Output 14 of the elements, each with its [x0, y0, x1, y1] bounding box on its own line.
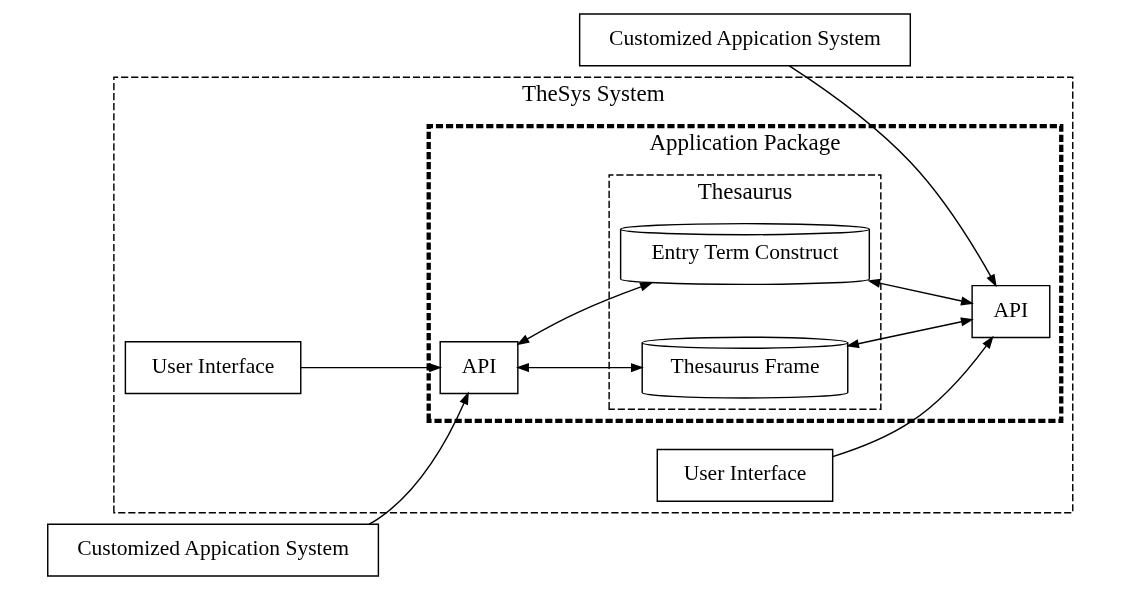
arrow [516, 282, 653, 346]
arrow [846, 317, 974, 349]
arrow [867, 278, 974, 306]
arrow [515, 363, 644, 373]
arrow [368, 391, 469, 525]
arrow [788, 65, 997, 288]
node-box: Customized Appication System [578, 13, 911, 67]
node-box: API [439, 341, 519, 395]
node-box: User Interface [656, 448, 834, 502]
node-box: User Interface [124, 341, 302, 395]
arrow [832, 335, 994, 458]
node-box: Customized Appication System [47, 523, 380, 577]
node-box: API [971, 284, 1051, 339]
arrow [300, 363, 443, 373]
